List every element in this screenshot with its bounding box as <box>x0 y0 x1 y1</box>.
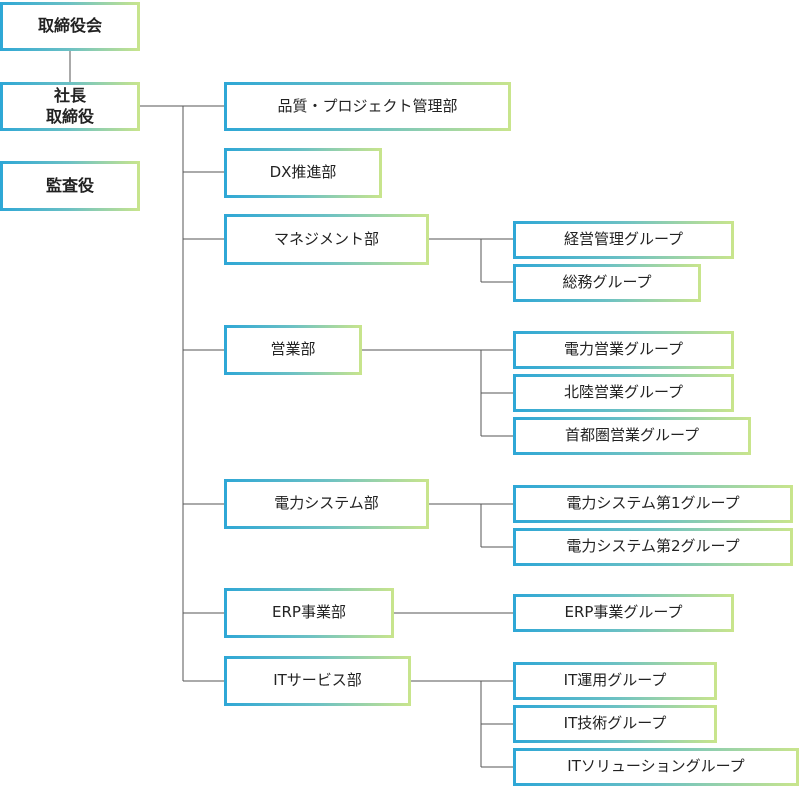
group-power-sales-label: 電力営業グループ <box>563 340 684 359</box>
dept-quality-label: 品質・プロジェクト管理部 <box>277 96 458 115</box>
group-mgmt-planning-label: 経営管理グループ <box>563 230 684 249</box>
group-it-solutions-box: ITソリューショングループ <box>513 748 799 786</box>
group-it-solutions-label: ITソリューショングループ <box>567 757 745 776</box>
group-general-affairs-label: 総務グループ <box>562 273 652 292</box>
auditor-box: 監査役 <box>0 161 140 211</box>
board-of-directors-label: 取締役会 <box>37 16 102 36</box>
dept-it-services-label: ITサービス部 <box>273 671 362 690</box>
dept-dx-label: DX推進部 <box>269 163 337 182</box>
dept-management-label: マネジメント部 <box>273 229 379 248</box>
group-it-technology-label: IT技術グループ <box>563 714 667 733</box>
group-metro-sales-label: 首都圏営業グループ <box>564 426 700 445</box>
dept-erp-box: ERP事業部 <box>224 588 394 638</box>
dept-power-systems-box: 電力システム部 <box>224 479 429 529</box>
group-erp-business-box: ERP事業グループ <box>513 594 734 632</box>
president-label: 社長 取締役 <box>45 85 94 126</box>
group-hokuriku-sales-label: 北陸営業グループ <box>563 383 684 402</box>
group-power-sys-1-box: 電力システム第1グループ <box>513 485 793 523</box>
group-erp-business-label: ERP事業グループ <box>564 603 683 622</box>
group-power-sys-1-label: 電力システム第1グループ <box>566 494 740 513</box>
group-general-affairs-box: 総務グループ <box>513 264 701 302</box>
group-power-sales-box: 電力営業グループ <box>513 331 734 369</box>
group-mgmt-planning-box: 経営管理グループ <box>513 221 734 259</box>
group-it-operations-box: IT運用グループ <box>513 662 717 700</box>
group-metro-sales-box: 首都圏営業グループ <box>513 417 751 455</box>
group-it-operations-label: IT運用グループ <box>563 671 667 690</box>
dept-sales-label: 営業部 <box>270 340 316 359</box>
president-box: 社長 取締役 <box>0 82 140 131</box>
group-it-technology-box: IT技術グループ <box>513 705 717 743</box>
group-hokuriku-sales-box: 北陸営業グループ <box>513 374 734 412</box>
dept-power-systems-label: 電力システム部 <box>274 494 379 513</box>
board-of-directors-box: 取締役会 <box>0 2 140 51</box>
group-power-sys-2-box: 電力システム第2グループ <box>513 528 793 566</box>
dept-management-box: マネジメント部 <box>224 214 429 265</box>
dept-quality-box: 品質・プロジェクト管理部 <box>224 82 511 131</box>
dept-it-services-box: ITサービス部 <box>224 656 411 706</box>
auditor-label: 監査役 <box>45 175 94 195</box>
group-power-sys-2-label: 電力システム第2グループ <box>566 537 740 556</box>
dept-erp-label: ERP事業部 <box>272 603 346 622</box>
dept-dx-box: DX推進部 <box>224 148 382 198</box>
dept-sales-box: 営業部 <box>224 325 362 375</box>
